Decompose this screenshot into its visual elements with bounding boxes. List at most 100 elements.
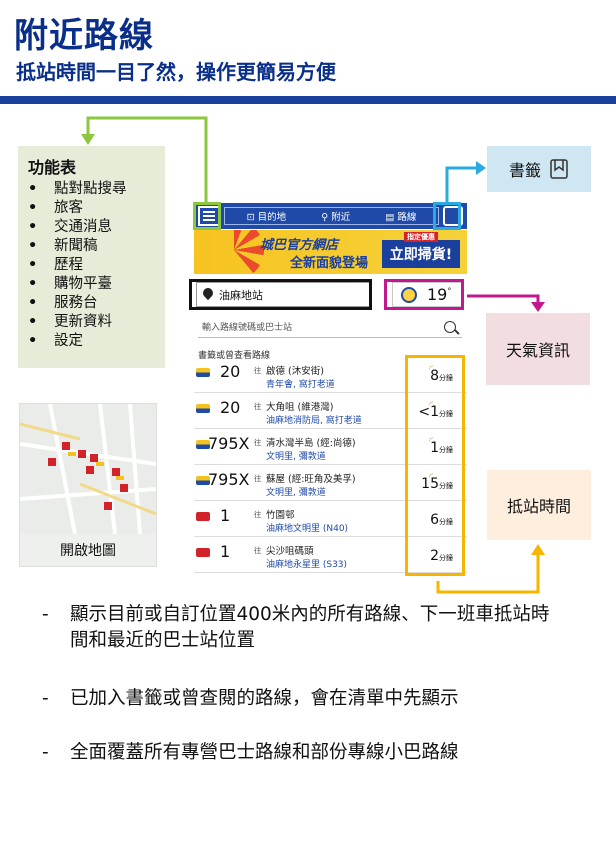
arrival-highlight <box>405 355 465 576</box>
bullet: • <box>28 257 38 273</box>
arrival-connector <box>436 553 540 594</box>
route-stops: 青年會, 窩打老道 <box>266 380 335 390</box>
route-stops: 油麻地永星里 (S33) <box>266 560 348 570</box>
bullet: • <box>28 219 38 235</box>
route-destination: 大角咀 (維港灣) <box>266 402 334 413</box>
route-stops: 文明里, 彌敦道 <box>266 488 326 498</box>
route-destination: 蘇屋 (經:旺角及美孚) <box>266 474 356 485</box>
eta-value: 1 <box>430 440 439 456</box>
route-eta: 1分鐘 <box>430 440 453 456</box>
weather-arrowhead <box>531 302 545 312</box>
menu-callout: 功能表 •點對點搜尋•旅客•交通消息•新聞稿•歷程•購物平臺•服務台•更新資料•… <box>18 146 165 368</box>
bookmark-connector <box>445 166 478 206</box>
route-to-label: 往 <box>254 546 262 555</box>
route-number: 20 <box>220 362 241 381</box>
eta-unit: 分鐘 <box>439 482 453 490</box>
route-number: 1 <box>220 506 231 525</box>
bus-operator-icon <box>196 548 210 557</box>
banner-graphic <box>204 230 264 274</box>
bullet: • <box>28 238 38 254</box>
route-eta: 2分鐘 <box>430 548 453 564</box>
menu-item-label: 點對點搜尋 <box>54 181 127 197</box>
location-label: 油麻地站 <box>219 288 263 302</box>
realtime-signal-icon: ◜ <box>429 472 433 483</box>
page-subtitle: 抵站時間一目了然，操作更簡易方便 <box>16 60 336 84</box>
menu-item: •更新資料 <box>28 313 155 332</box>
bookmark-arrowhead <box>476 161 486 175</box>
bullet-dash: - <box>42 604 49 625</box>
bullet-dash: - <box>42 688 49 709</box>
menu-callout-list: •點對點搜尋•旅客•交通消息•新聞稿•歷程•購物平臺•服務台•更新資料•設定 <box>28 180 155 351</box>
route-search-input[interactable]: 輸入路線號碼或巴士站 <box>198 316 462 338</box>
map-label: 開啟地圖 <box>60 543 116 559</box>
menu-item: •新聞稿 <box>28 237 155 256</box>
route-destination: 啟德 (沐安街) <box>266 366 324 377</box>
eta-unit: 分鐘 <box>439 554 453 562</box>
menu-item-label: 旅客 <box>54 200 83 216</box>
bullet: • <box>28 333 38 349</box>
eta-value: <1 <box>418 404 439 420</box>
callout-connectors <box>81 116 545 594</box>
description-1: - 顯示目前或自訂位置400米內的所有路線、下一班車抵站時間和最近的巴士站位置 <box>42 602 582 658</box>
route-number: 795X <box>208 470 250 489</box>
banner-cta-button[interactable]: 指定優惠 立即掃貨! <box>382 232 460 268</box>
tab-routes[interactable]: ▤ 路線 <box>385 212 417 223</box>
weather-callout: 天氣資訊 <box>486 313 590 385</box>
route-eta: <1分鐘 <box>418 404 453 420</box>
menu-item: • 設定 <box>28 332 155 351</box>
menu-item-label: 歷程 <box>54 257 83 273</box>
banner-cta-label: 立即掃貨! <box>389 247 453 263</box>
bookmark-icon <box>550 159 568 179</box>
banner-cta-tag: 指定優惠 <box>404 232 438 242</box>
description-2: - 已加入書籤或曾查閱的路線，會在清單中先顯示 <box>42 686 582 714</box>
temperature-unit: ° <box>447 286 452 296</box>
map-thumbnail[interactable] <box>19 403 157 567</box>
description-1-text: 顯示目前或自訂位置400米內的所有路線、下一班車抵站時間和最近的巴士站位置 <box>70 604 550 651</box>
bookmark-nav-icon[interactable] <box>443 206 463 226</box>
menu-item: •交通消息 <box>28 218 155 237</box>
route-stops: 文明里, 彌敦道 <box>266 452 326 462</box>
phone-screen: ⊡ 目的地 ⚲ 附近 ▤ 路線 城巴官方網店 全新面貌登場 指定優惠 立即掃貨!… <box>194 203 467 581</box>
eta-value: 15 <box>421 476 439 492</box>
top-nav: ⊡ 目的地 ⚲ 附近 ▤ 路線 <box>194 203 467 229</box>
tab-destination[interactable]: ⊡ 目的地 <box>246 212 287 223</box>
sun-icon <box>401 286 417 303</box>
description-3-text: 全面覆蓋所有專營巴士路線和部份專線小巴路線 <box>70 742 459 763</box>
promo-banner[interactable]: 城巴官方網店 全新面貌登場 指定優惠 立即掃貨! <box>194 230 467 274</box>
menu-item-label: 更新資料 <box>54 314 112 330</box>
menu-item: •購物平臺 <box>28 275 155 294</box>
weather-highlight <box>384 279 464 310</box>
menu-item-label: 設定 <box>54 333 83 349</box>
route-number: 795X <box>208 434 250 453</box>
menu-item: • 旅客 <box>28 199 155 218</box>
tab-nearby[interactable]: ⚲ 附近 <box>321 212 351 223</box>
nav-segment: ⊡ 目的地 ⚲ 附近 ▤ 路線 <box>224 207 439 225</box>
realtime-signal-icon: ◜ <box>429 436 433 447</box>
section-header: 書籤或曾查看路線 <box>198 351 271 361</box>
eta-unit: 分鐘 <box>439 446 453 454</box>
eta-unit: 分鐘 <box>439 374 453 382</box>
bullet: • <box>28 295 38 311</box>
bus-operator-icon <box>196 404 210 413</box>
menu-item: •點對點搜尋 <box>28 180 155 199</box>
eta-value: 8 <box>430 368 439 384</box>
description-3: - 全面覆蓋所有專營巴士路線和部份專線小巴路線 <box>42 740 582 768</box>
bullet: • <box>28 276 38 292</box>
search-icon[interactable] <box>444 320 456 333</box>
menu-highlight <box>193 202 221 230</box>
route-destination: 清水灣半島 (經:尚德) <box>266 438 356 449</box>
menu-arrowhead <box>81 134 95 145</box>
bullet: • <box>28 200 38 216</box>
bus-operator-icon <box>196 368 210 377</box>
map-image <box>19 403 157 535</box>
page-title: 附近路線 <box>14 16 154 56</box>
route-to-label: 往 <box>254 510 262 519</box>
header-divider <box>0 96 616 104</box>
eta-unit: 分鐘 <box>439 518 453 526</box>
